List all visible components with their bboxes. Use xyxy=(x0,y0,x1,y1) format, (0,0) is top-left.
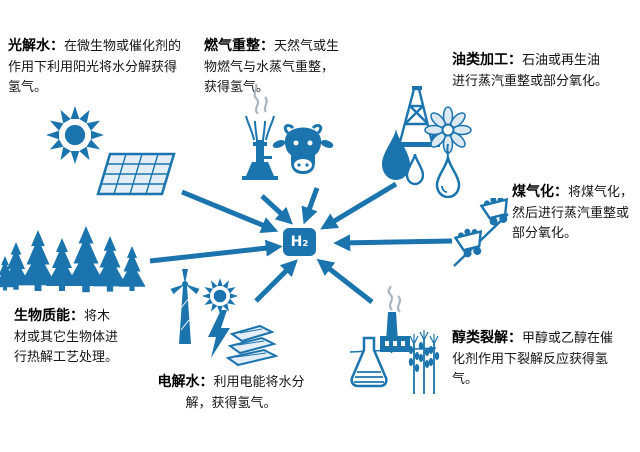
method-oil-processing-text: 油类加工：石油或再生油进行蒸汽重整或部分氧化。 xyxy=(452,50,610,92)
coal-cart-icon xyxy=(453,198,509,267)
method-photolysis-text: 光解水：在微生物或催化剂的作用下利用阳光将水分解获得氢气。 xyxy=(8,36,182,98)
method-alcohol-cracking-desc: 甲醇或乙醇在催化剂作用下裂解反应获得氢气。 xyxy=(452,331,614,387)
method-coal-gasification-text: 煤气化：将煤气化，然后进行蒸汽重整或部分氧化。 xyxy=(512,182,636,244)
method-coal-gasification-title: 煤气化： xyxy=(512,184,568,200)
method-alcohol-cracking-title: 醇类裂解： xyxy=(452,330,522,346)
arrow-biomass xyxy=(149,239,283,264)
method-electrolysis-title: 电解水： xyxy=(157,374,214,390)
method-oil-processing-title: 油类加工： xyxy=(452,52,522,68)
method-electrolysis-desc: 利用电能将水分解，获得氢气。 xyxy=(185,375,305,411)
arrow-electrolysis xyxy=(254,259,298,303)
method-biomass-title: 生物质能： xyxy=(14,308,84,324)
cow-icon xyxy=(272,124,334,174)
method-biomass-text: 生物质能：将木材或其它生物体进行热解工艺处理。 xyxy=(14,306,122,368)
arrow-photolysis xyxy=(181,189,279,233)
method-photolysis-desc: 在微生物或催化剂的作用下利用阳光将水分解获得氢气。 xyxy=(8,39,182,95)
method-gas-reforming-title: 燃气重整： xyxy=(204,38,274,54)
method-biomass-desc: 将木材或其它生物体进行热解工艺处理。 xyxy=(14,309,119,365)
bunsen-burner-icon xyxy=(242,115,278,180)
flask-icon xyxy=(350,336,388,388)
chimney-smoke-icon xyxy=(387,286,402,313)
method-electrolysis-text: 电解水：利用电能将水分解，获得氢气。 xyxy=(152,372,310,414)
wind-turbine-icon xyxy=(170,269,200,344)
method-gas-reforming-desc: 天然气或生物燃气与水蒸气重整，获得氢气。 xyxy=(204,39,340,95)
arrow-cow xyxy=(301,187,320,225)
arrow-gas-reforming xyxy=(260,194,293,225)
method-alcohol-cracking-text: 醇类裂解：甲醇或乙醇在催化剂作用下裂解反应获得氢气。 xyxy=(452,328,620,390)
method-gas-reforming-text: 燃气重整：天然气或生物燃气与水蒸气重整，获得氢气。 xyxy=(204,36,342,98)
method-photolysis-title: 光解水： xyxy=(8,38,64,54)
small-sun-icon xyxy=(202,278,238,314)
lightning-icon xyxy=(208,310,230,358)
arrow-coal-gasification xyxy=(333,234,453,252)
smoke-icon xyxy=(253,83,268,114)
water-drop-icon xyxy=(435,156,461,198)
metal-stack-icon xyxy=(225,324,278,367)
sun-icon xyxy=(46,106,104,164)
oil-drop-icon xyxy=(382,128,424,186)
method-oil-processing-desc: 石油或再生油进行蒸汽重整或部分氧化。 xyxy=(452,53,609,89)
solar-panel-icon xyxy=(96,152,176,196)
hydrogen-center-label: H₂ xyxy=(283,228,316,256)
wheat-icon xyxy=(408,330,440,394)
forest-icon xyxy=(0,226,146,293)
flower-icon xyxy=(424,106,472,162)
method-coal-gasification-desc: 将煤气化，然后进行蒸汽重整或部分氧化。 xyxy=(512,185,634,241)
factory-icon xyxy=(349,286,440,394)
